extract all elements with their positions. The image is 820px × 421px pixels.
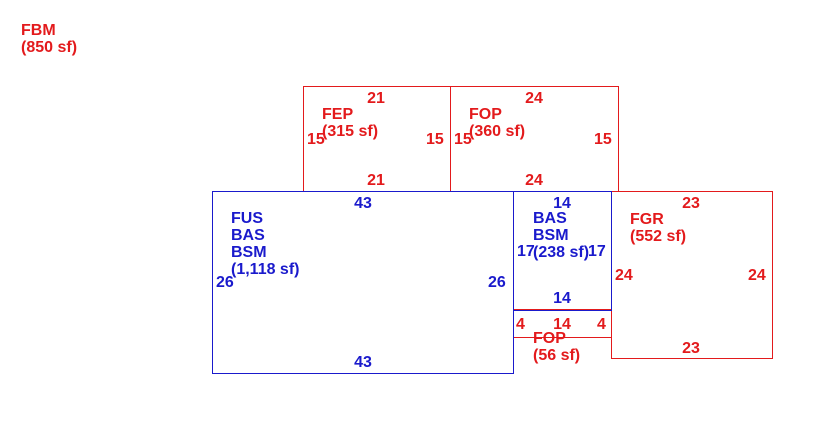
main-label-bas: BAS xyxy=(231,227,265,244)
fep-top-dimension: 21 xyxy=(367,90,385,107)
main-left-dimension: 26 xyxy=(216,274,234,291)
fop-small-left-dimension: 4 xyxy=(516,316,525,333)
fop-top-top-dimension: 24 xyxy=(525,90,543,107)
main-bottom-dimension: 43 xyxy=(354,354,372,371)
main-right-dimension: 26 xyxy=(488,274,506,291)
main-label-fus: FUS xyxy=(231,210,263,227)
fop-small-top-dimension: 14 xyxy=(553,316,571,333)
fep-left-dimension: 15 xyxy=(307,131,325,148)
fop-top-right-dimension: 15 xyxy=(594,131,612,148)
fop-top-left-dimension: 15 xyxy=(454,131,472,148)
bas-small-area xyxy=(513,191,612,311)
fgr-left-dimension: 24 xyxy=(615,267,633,284)
bas-small-top-dimension: 14 xyxy=(553,195,571,212)
fgr-right-dimension: 24 xyxy=(748,267,766,284)
main-area-label: (1,118 sf) xyxy=(231,261,300,278)
bas-small-left-dimension: 17 xyxy=(517,243,535,260)
fep-label: FEP xyxy=(322,106,354,123)
bas-small-right-dimension: 17 xyxy=(588,243,606,260)
fgr-top-dimension: 23 xyxy=(682,195,700,212)
fep-area-label: (315 sf) xyxy=(322,123,379,140)
bas-small-label-bsm: BSM xyxy=(533,227,569,244)
main-top-dimension: 43 xyxy=(354,195,372,212)
fop-top-label: FOP xyxy=(469,106,502,123)
main-label-bsm: BSM xyxy=(231,244,267,261)
fop-top-bottom-dimension: 24 xyxy=(525,172,543,189)
fgr-area-label: (552 sf) xyxy=(630,228,687,245)
fop-small-label: FOP xyxy=(533,330,566,347)
bas-small-label-bas: BAS xyxy=(533,210,567,227)
bas-small-bottom-dimension: 14 xyxy=(553,290,571,307)
fop-top-area-label: (360 sf) xyxy=(469,123,526,140)
fgr-bottom-dimension: 23 xyxy=(682,340,700,357)
fbm-area: (850 sf) xyxy=(21,39,78,56)
fep-bottom-dimension: 21 xyxy=(367,172,385,189)
fop-small-right-dimension: 4 xyxy=(597,316,606,333)
fgr-label: FGR xyxy=(630,211,664,228)
fop-small-area-label: (56 sf) xyxy=(533,347,581,364)
bas-small-area-label: (238 sf) xyxy=(533,244,590,261)
fep-right-dimension: 15 xyxy=(426,131,444,148)
fbm-label: FBM xyxy=(21,22,56,39)
